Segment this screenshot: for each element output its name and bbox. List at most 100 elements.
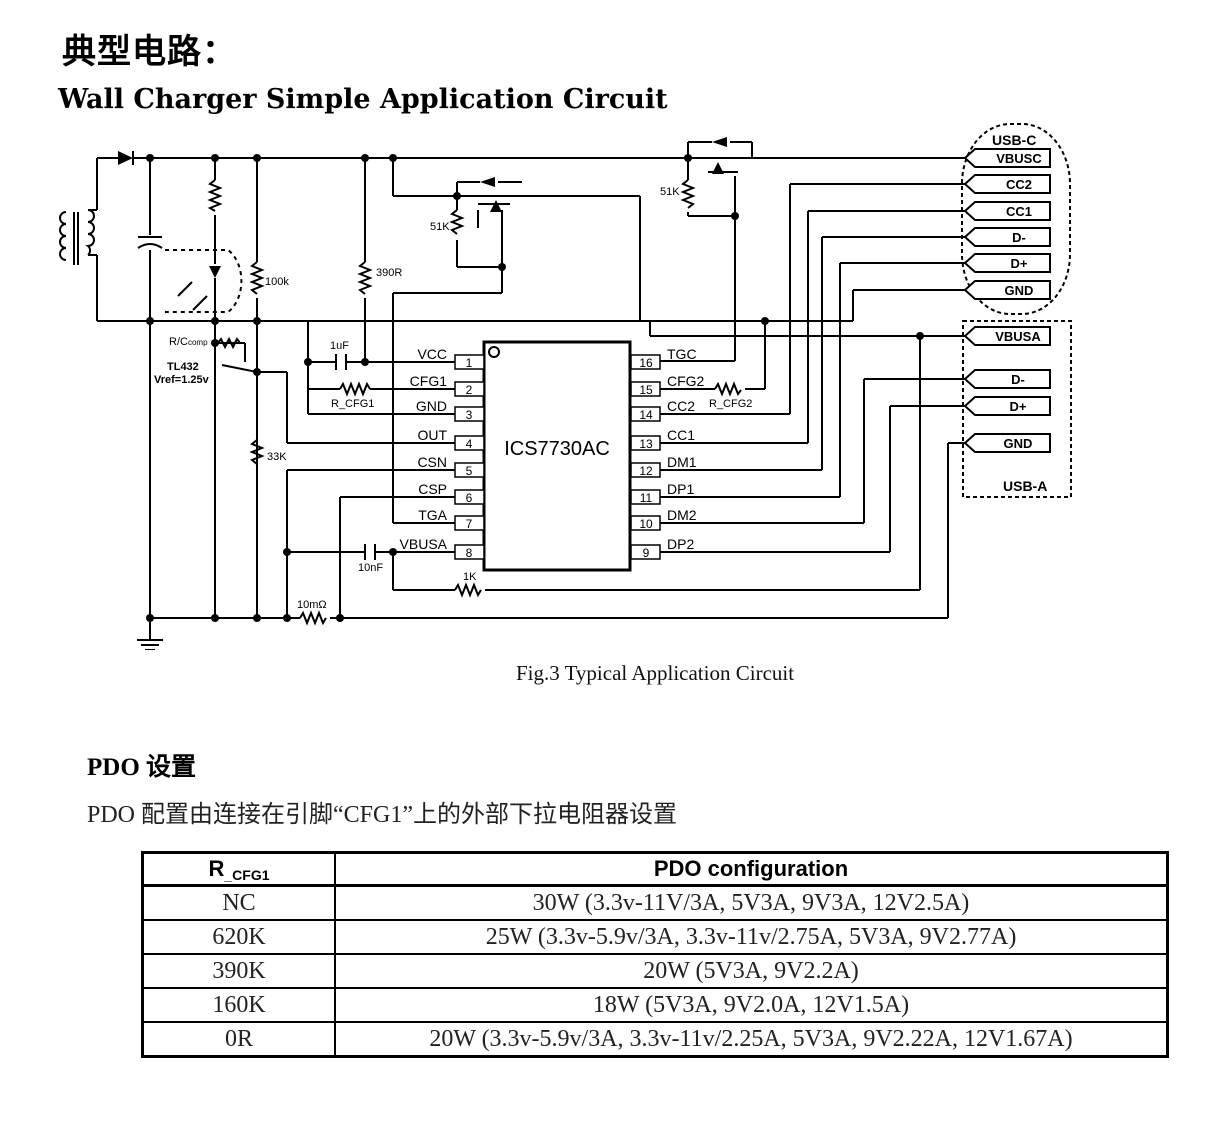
pin-name: GND (416, 398, 447, 414)
pin-name: CFG1 (410, 373, 448, 389)
usb-c-pin: VBUSC (963, 148, 1051, 168)
diode-icon (712, 137, 727, 147)
pin-name: DM2 (667, 507, 697, 523)
vref-label: Vref=1.25v (154, 374, 210, 386)
r-100k-label: 100k (265, 276, 289, 288)
pin-name: DM1 (667, 454, 697, 470)
ic-right-pin: 11 DP1 (630, 481, 694, 505)
usb-a-pin-label: VBUSA (995, 329, 1041, 344)
cell-resistor: 390K (141, 953, 336, 989)
optocoupler-outline (165, 249, 243, 313)
usb-a-pin: D+ (963, 396, 1051, 416)
pin-number: 8 (466, 546, 473, 560)
pin-number: 6 (466, 491, 473, 505)
rc-comp-label: R/Ccomp (169, 336, 208, 348)
pin-number: 5 (466, 464, 473, 478)
diode-icon (118, 151, 133, 165)
usb-c-pin: CC1 (963, 201, 1051, 221)
pin-name: DP2 (667, 536, 694, 552)
ic-body (482, 340, 632, 572)
pin-number: 11 (640, 491, 653, 505)
pin-name: CSP (418, 481, 447, 497)
r-cfg1-label: R_CFG1 (331, 398, 374, 410)
pin-name: CC1 (667, 427, 695, 443)
pin-name: TGC (667, 346, 697, 362)
usb-a-pin-label: D+ (1010, 399, 1027, 414)
usb-c-pin-label: CC1 (1006, 204, 1032, 219)
usb-c-pin-label: D- (1012, 230, 1026, 245)
usb-c-pin: CC2 (963, 174, 1051, 194)
usb-a-pin-label: GND (1004, 436, 1033, 451)
usb-c-pin: GND (963, 280, 1051, 300)
ic-right-pin: 14 CC2 (630, 398, 695, 422)
pin-number: 7 (466, 517, 473, 531)
r-390r-label: 390R (376, 267, 402, 279)
cell-resistor: 620K (141, 919, 336, 955)
pin-number: 2 (466, 383, 473, 397)
usb-c-pin: D+ (963, 253, 1051, 273)
pin-name: OUT (417, 427, 447, 443)
mosfet-icon (712, 162, 724, 174)
pin-number: 14 (639, 408, 653, 422)
r-33k-label: 33K (267, 451, 287, 463)
cell-config: 20W (5V3A, 9V2.2A) (334, 953, 1169, 989)
usb-c-pin-label: VBUSC (996, 151, 1042, 166)
pin-number: 13 (639, 437, 653, 451)
r-51k-left-label: 51K (430, 221, 450, 233)
ic-left-pin: 4 OUT (417, 427, 485, 451)
pin-number: 4 (466, 437, 473, 451)
cell-config: 30W (3.3v-11V/3A, 5V3A, 9V3A, 12V2.5A) (334, 884, 1169, 921)
usb-c-pin-label: CC2 (1006, 177, 1032, 192)
figure-caption: Fig.3 Typical Application Circuit (515, 661, 795, 685)
table-row: NC 30W (3.3v-11V/3A, 5V3A, 9V3A, 12V2.5A… (141, 884, 1169, 921)
col-header-rcfg1: R_CFG1 (141, 851, 336, 887)
r-51k-right-label: 51K (660, 186, 680, 198)
pdo-table: R_CFG1 PDO configuration NC 30W (3.3v-11… (141, 851, 1169, 1058)
pin-name: CC2 (667, 398, 695, 414)
usb-c-pin: D- (963, 227, 1051, 247)
ic-right-pin: 15 CFG2 (630, 373, 705, 397)
english-title: Wall Charger Simple Application Circuit (58, 84, 668, 115)
c-10nf-label: 10nF (358, 562, 383, 574)
pin-name: DP1 (667, 481, 694, 497)
table-row: 0R 20W (3.3v-5.9v/3A, 3.3v-11v/2.25A, 5V… (141, 1021, 1169, 1058)
ic-left-pin: 6 CSP (418, 481, 485, 505)
cell-resistor: NC (141, 884, 336, 921)
ic-right-pin: 13 CC1 (630, 427, 695, 451)
table-row: 390K 20W (5V3A, 9V2.2A) (141, 953, 1169, 989)
cell-config: 20W (3.3v-5.9v/3A, 3.3v-11v/2.25A, 5V3A,… (334, 1021, 1169, 1058)
cell-resistor: 160K (141, 987, 336, 1023)
r-1k-label: 1K (463, 571, 477, 583)
diode-icon (480, 177, 495, 187)
pin-number: 16 (639, 356, 653, 370)
pin-name: CFG2 (667, 373, 705, 389)
junction-dots (146, 154, 924, 622)
col-header-pdo-config: PDO configuration (334, 851, 1169, 887)
pin-name: VCC (417, 346, 447, 362)
resistors (207, 179, 742, 626)
ic-name: ICS7730AC (504, 438, 610, 460)
usb-c-pin-label: GND (1005, 283, 1034, 298)
table-row: 620K 25W (3.3v-5.9v/3A, 3.3v-11v/2.75A, … (141, 919, 1169, 955)
usb-a-outline (962, 320, 1072, 498)
ic-right-pin: 16 TGC (630, 346, 697, 370)
usb-a-pin: GND (963, 433, 1051, 453)
usb-c-label: USB-C (992, 132, 1036, 148)
pin-number: 15 (639, 383, 653, 397)
chinese-title: 典型电路： (62, 32, 237, 72)
table-row: 160K 18W (5V3A, 9V2.0A, 12V1.5A) (141, 987, 1169, 1023)
ic-left-pin: 2 CFG1 (410, 373, 485, 397)
c-1uf-label: 1uF (330, 340, 349, 352)
